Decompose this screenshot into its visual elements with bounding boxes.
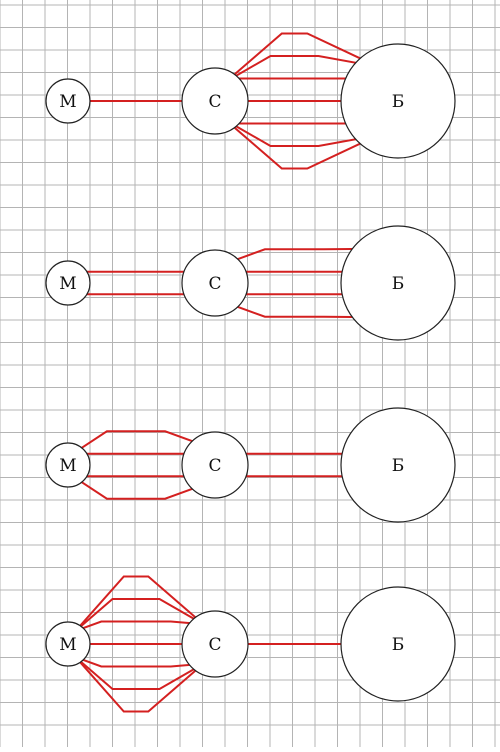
node-m-label: М bbox=[59, 456, 76, 476]
s-to-b-line bbox=[226, 55, 379, 83]
node-s-circle bbox=[181, 431, 249, 499]
s-to-b-line bbox=[226, 119, 379, 147]
m-to-s-line bbox=[75, 598, 204, 632]
m-to-s-line bbox=[75, 656, 204, 690]
node-m-label: М bbox=[59, 92, 76, 112]
node-s-label: С bbox=[208, 92, 221, 112]
connections bbox=[75, 430, 343, 500]
node-b-circle bbox=[340, 225, 456, 341]
node-b-circle bbox=[340, 407, 456, 523]
node-b-label: Б bbox=[392, 635, 405, 655]
connections bbox=[74, 575, 341, 713]
node-s-label: С bbox=[208, 456, 221, 476]
node-b-circle bbox=[340, 586, 456, 702]
m-to-s-line bbox=[75, 620, 204, 632]
s-to-b-line bbox=[226, 247, 379, 265]
s-to-b-line bbox=[225, 120, 379, 170]
s-to-b-line bbox=[225, 32, 379, 82]
node-s-label: С bbox=[208, 635, 221, 655]
node-m-circle bbox=[45, 78, 91, 124]
node-b-label: Б bbox=[392, 456, 405, 476]
node-m-circle bbox=[45, 621, 91, 667]
m-to-s-line bbox=[74, 656, 205, 713]
node-b-label: Б bbox=[392, 92, 405, 112]
node-s-circle bbox=[181, 67, 249, 135]
node-b-circle bbox=[340, 43, 456, 159]
m-to-s-line bbox=[75, 477, 204, 500]
node-m-circle bbox=[45, 260, 91, 306]
s-to-b-line bbox=[226, 301, 379, 319]
m-to-s-line bbox=[75, 430, 204, 453]
node-m-circle bbox=[45, 442, 91, 488]
node-m-label: М bbox=[59, 635, 76, 655]
node-s-circle bbox=[181, 249, 249, 317]
m-to-s-line bbox=[75, 656, 204, 668]
connections bbox=[86, 247, 379, 319]
node-b-label: Б bbox=[392, 274, 405, 294]
diagrams: М С Б М С Б М С Б М С Б bbox=[45, 32, 456, 713]
m-to-s-line bbox=[74, 575, 205, 632]
node-s-label: С bbox=[208, 274, 221, 294]
node-m-label: М bbox=[59, 274, 76, 294]
node-s-circle bbox=[181, 610, 249, 678]
connections bbox=[90, 32, 379, 170]
